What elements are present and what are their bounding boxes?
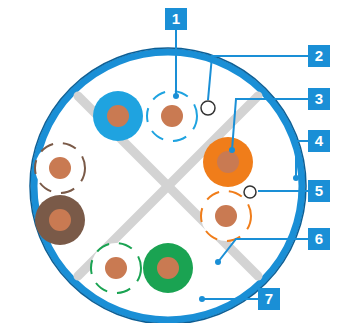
orange-white-wire [201, 191, 251, 241]
callout-number: 3 [308, 88, 330, 110]
green-white-wire [91, 243, 141, 293]
cable-jacket [34, 52, 302, 320]
callout-number: 6 [308, 228, 330, 250]
leader-dots [173, 93, 299, 302]
callout-number: 5 [308, 180, 330, 202]
callout-number: 7 [258, 288, 280, 310]
brown-white-wire [35, 143, 85, 193]
callout-number: 2 [308, 45, 330, 67]
green-wire [143, 243, 193, 293]
callout-number: 1 [165, 8, 187, 30]
blue-wire [93, 91, 143, 141]
brown-wire [35, 195, 85, 245]
ripcord [201, 101, 215, 115]
blue-white-wire [147, 91, 197, 141]
drain-thread [244, 186, 256, 198]
leader-lines [176, 30, 308, 299]
jacket-edge [30, 48, 306, 323]
callout-number: 4 [308, 130, 330, 152]
orange-wire [203, 137, 253, 187]
